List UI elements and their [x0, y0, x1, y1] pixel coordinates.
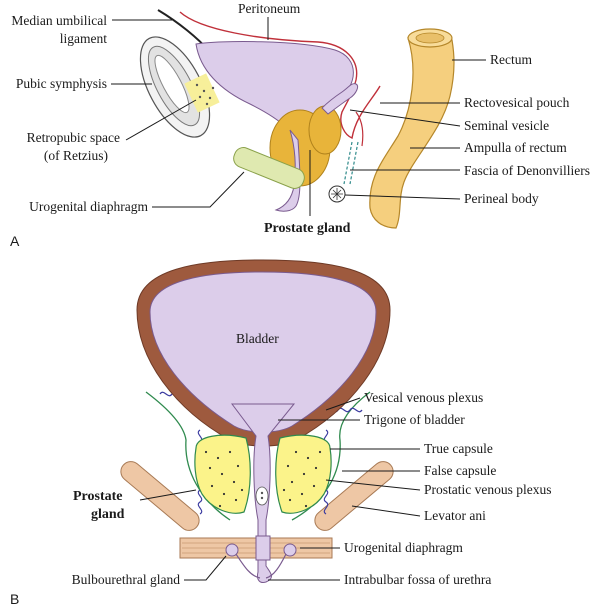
bulbourethral-gland-right-shape [283, 543, 297, 557]
panel-a-sagittal-view: Median umbilical ligament Peritoneum Rec… [10, 1, 590, 249]
prostate-gland-label-a: Prostate gland [264, 221, 351, 236]
rectovesical-pouch-label: Rectovesical pouch [464, 95, 570, 110]
panel-b-coronal-view: Bladder Vesical venous plexus Trigone of… [10, 259, 552, 607]
urogenital-diaphragm-shape-a [233, 147, 305, 189]
panel-a-letter: A [10, 233, 20, 249]
vesical-plexus-label: Vesical venous plexus [364, 390, 483, 405]
urogenital-diaphragm-label-a: Urogenital diaphragm [29, 199, 148, 214]
rectum-label: Rectum [490, 52, 532, 67]
retropubic-label-2: (of Retzius) [44, 148, 108, 163]
retropubic-label-1: Retropubic space [27, 130, 120, 145]
denonvilliers-label: Fascia of Denonvilliers [464, 163, 590, 178]
rectum-shape [369, 28, 455, 229]
prostate-shape-b [194, 434, 332, 514]
seminal-vesicle-label: Seminal vesicle [464, 118, 549, 133]
ampulla-label: Ampulla of rectum [464, 140, 567, 155]
panel-b-letter: B [10, 591, 19, 607]
bulbourethral-gland-left-shape [225, 543, 239, 557]
seminal-vesicle-shape [321, 83, 359, 115]
perineal-body-shape [328, 185, 346, 203]
urogenital-diaphragm-label-b: Urogenital diaphragm [344, 540, 463, 555]
pubic-symphysis-label: Pubic symphysis [16, 76, 107, 91]
levator-ani-right-shape [314, 461, 394, 531]
panel-b-leader-lines [139, 397, 421, 581]
bladder-label: Bladder [236, 331, 279, 346]
denonvilliers-fascia-shape [343, 141, 353, 185]
perineal-body-label: Perineal body [464, 191, 539, 206]
median-umbilical-label-2: ligament [60, 31, 107, 46]
false-capsule-label: False capsule [424, 463, 496, 478]
intrabulbar-label: Intrabulbar fossa of urethra [344, 572, 491, 587]
prostatic-plexus-label: Prostatic venous plexus [424, 482, 552, 497]
prostate-label-b-1: Prostate [73, 489, 123, 504]
bladder-lumen-shape [149, 271, 377, 433]
verumontanum-shape [255, 486, 269, 506]
levator-ani-label: Levator ani [424, 508, 486, 523]
bulbourethral-label: Bulbourethral gland [72, 572, 181, 587]
median-umbilical-label-1: Median umbilical [11, 13, 107, 28]
retropubic-space-shape [184, 73, 220, 113]
peritoneum-label: Peritoneum [238, 1, 301, 16]
trigone-label: Trigone of bladder [364, 412, 465, 427]
prostate-label-b-2: gland [91, 507, 125, 522]
true-capsule-label: True capsule [424, 441, 493, 456]
panel-a-leader-lines [111, 17, 486, 216]
